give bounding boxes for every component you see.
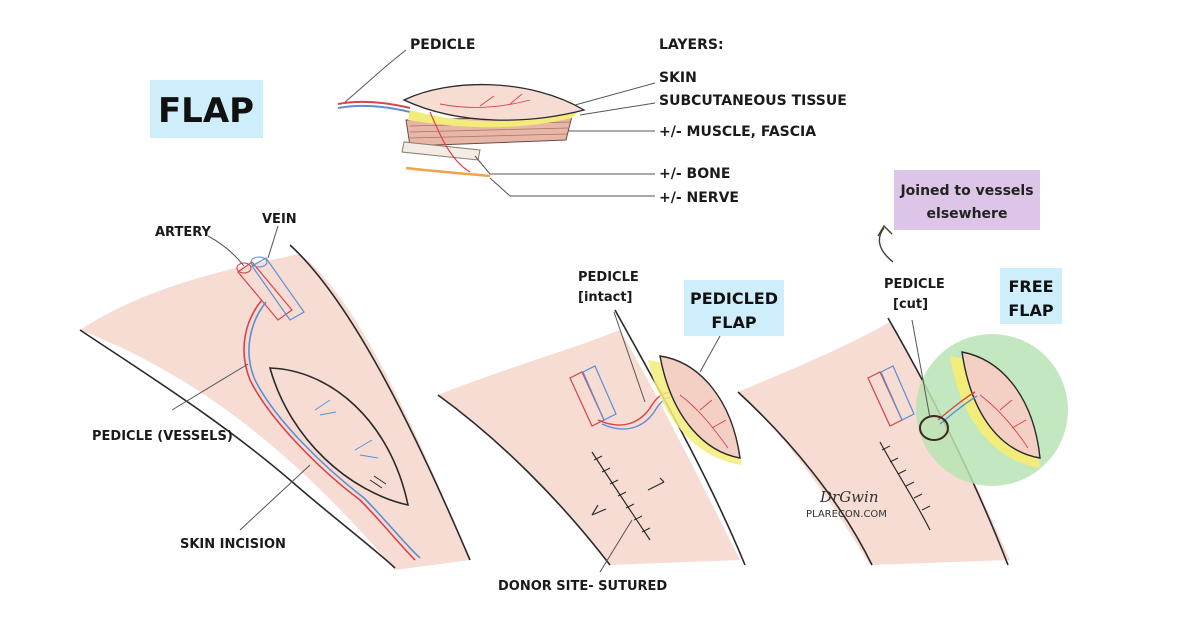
panel3-suture-line bbox=[879, 441, 931, 531]
leader-pedicle bbox=[344, 49, 407, 103]
panel2-skin-area bbox=[438, 330, 740, 565]
leader-pedicle-vessels bbox=[171, 363, 249, 411]
panel1-vein-tube bbox=[251, 257, 305, 321]
artist-signature: DrGwin bbox=[819, 488, 878, 506]
panel-3-free-flap bbox=[737, 317, 1068, 566]
nerve-layer bbox=[405, 166, 491, 178]
leader-pedicle-intact bbox=[613, 311, 646, 403]
label-pedicle-intact-1: PEDICLE bbox=[578, 270, 639, 285]
free-flap-box bbox=[1000, 268, 1062, 324]
panel3-flap-vessels bbox=[979, 394, 1029, 449]
leader-donor-site bbox=[599, 519, 633, 573]
label-pedicle-vessels: PEDICLE (VESSELS) bbox=[92, 429, 233, 444]
subcutaneous-layer bbox=[408, 110, 580, 128]
leader-skin-incision bbox=[239, 464, 311, 531]
panel2-limb-edge-right bbox=[614, 309, 746, 566]
leader-bone bbox=[474, 155, 655, 175]
joined-arrow-curve bbox=[878, 227, 894, 263]
pedicle-artery bbox=[337, 100, 411, 109]
leader-subcutaneous bbox=[579, 102, 656, 116]
panel1-flap-branches bbox=[314, 399, 379, 459]
free-flap-line2: FLAP bbox=[1008, 301, 1054, 320]
title-box bbox=[150, 80, 263, 138]
label-subcutaneous: SUBCUTANEOUS TISSUE bbox=[659, 93, 847, 109]
joined-note-line1: Joined to vessels bbox=[899, 183, 1033, 199]
panel3-suture-stitches bbox=[881, 445, 931, 511]
label-pedicle-intact-2: [intact] bbox=[578, 290, 633, 305]
free-flap-line1: FREE bbox=[1008, 277, 1053, 296]
title-text: FLAP bbox=[158, 91, 254, 131]
leader-vein bbox=[267, 225, 279, 259]
leader-pedicled-flap bbox=[699, 335, 721, 373]
leader-nerve bbox=[489, 177, 655, 197]
panel2-arrow-left bbox=[591, 504, 607, 516]
label-bone: +/- BONE bbox=[659, 166, 730, 182]
panel1-incision-mark bbox=[369, 475, 387, 489]
label-donor-site: DONOR SITE- SUTURED bbox=[498, 579, 667, 594]
label-pedicle-cut-2: [cut] bbox=[893, 297, 928, 312]
label-nerve: +/- NERVE bbox=[659, 190, 739, 206]
layer-cross-section bbox=[337, 83, 586, 178]
panel3-pedicle-vein bbox=[939, 395, 978, 425]
panel1-limb-edge-right bbox=[289, 244, 471, 561]
label-pedicle-cut-1: PEDICLE bbox=[884, 277, 945, 292]
panel1-vein-end bbox=[250, 256, 268, 268]
panel2-arrow-right bbox=[647, 477, 665, 491]
label-muscle-fascia: +/- MUSCLE, FASCIA bbox=[659, 124, 816, 140]
panel2-suture-stitches bbox=[593, 455, 651, 533]
label-pedicle: PEDICLE bbox=[410, 37, 475, 53]
pedicle-vein bbox=[337, 104, 411, 113]
skin-layer bbox=[402, 83, 586, 121]
label-layers-heading: LAYERS: bbox=[659, 37, 724, 53]
skin-vessels bbox=[439, 93, 531, 108]
panel3-flap bbox=[961, 351, 1041, 459]
label-skin: SKIN bbox=[659, 70, 697, 86]
label-artery: ARTERY bbox=[155, 225, 212, 240]
panel2-vein-tube bbox=[582, 365, 617, 421]
panel1-artery-end bbox=[236, 262, 252, 274]
label-vein: VEIN bbox=[262, 212, 297, 227]
panel1-pedicle-vein bbox=[248, 301, 421, 559]
website-credit: PLARECON.COM bbox=[806, 509, 887, 520]
panel3-vein-tube bbox=[880, 365, 915, 421]
panel3-skin-area bbox=[738, 322, 1010, 565]
label-skin-incision: SKIN INCISION bbox=[180, 537, 286, 552]
leader-skin bbox=[574, 82, 656, 106]
leader-pedicle-cut bbox=[911, 319, 931, 419]
panel1-flap-incision bbox=[268, 367, 410, 507]
panel1-pedicle-artery bbox=[243, 299, 416, 561]
deep-vessel bbox=[429, 111, 471, 173]
panel2-flap-vessels bbox=[679, 394, 729, 449]
pedicled-flap-box bbox=[684, 280, 784, 336]
panel3-cut-pedicle-loop bbox=[919, 415, 949, 441]
pedicled-flap-line1: PEDICLED bbox=[690, 289, 778, 308]
leader-artery bbox=[207, 235, 245, 267]
panel-1-flap-raising bbox=[79, 244, 471, 570]
panel1-limb-edge-left bbox=[79, 329, 396, 569]
panel2-limb-edge-left bbox=[437, 394, 611, 566]
joined-note-line2: elsewhere bbox=[927, 206, 1008, 222]
joined-arrow-head bbox=[877, 224, 893, 237]
panel-2-pedicled-flap bbox=[437, 309, 746, 566]
panel2-flap bbox=[659, 355, 741, 459]
joined-note-box bbox=[894, 170, 1040, 230]
panel3-limb-edge-left bbox=[737, 391, 873, 566]
pedicled-flap-line2: FLAP bbox=[711, 313, 757, 332]
